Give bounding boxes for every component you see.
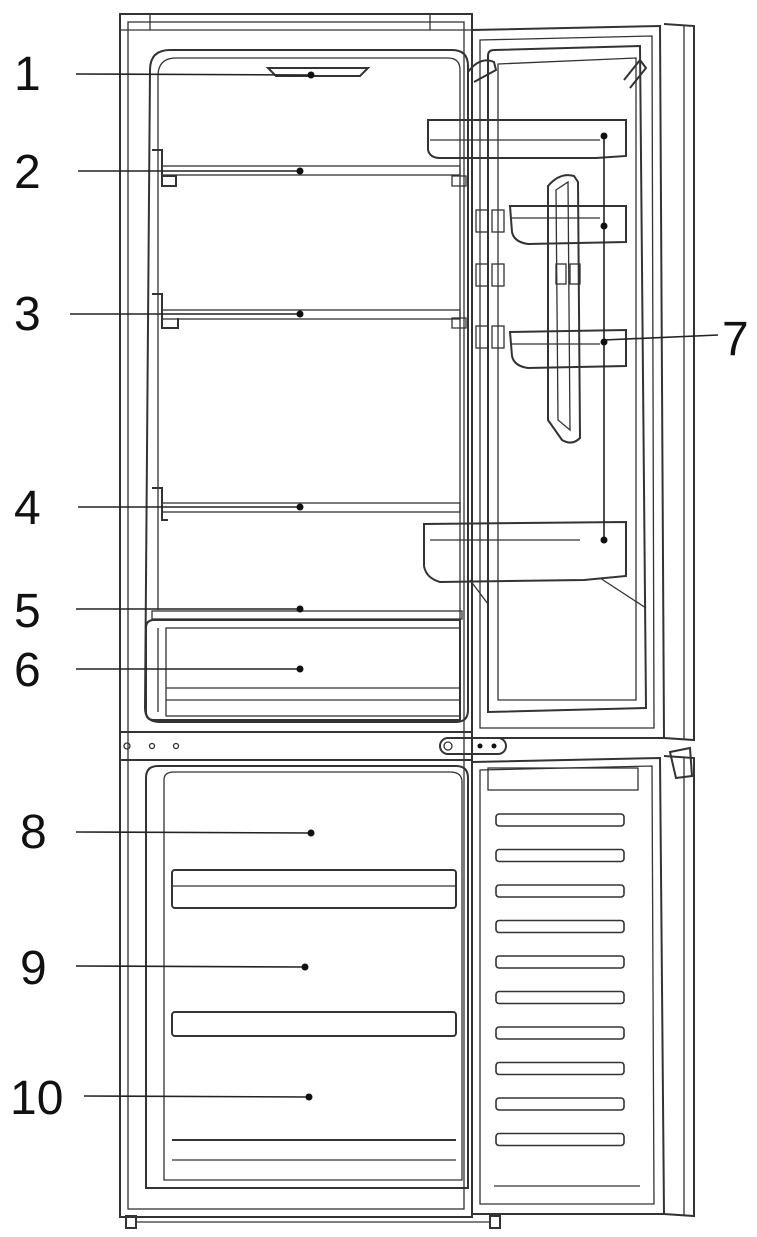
door-bin-clips [475,209,581,349]
freezer-door-slat [495,813,625,827]
freezer-door [471,746,695,1218]
crisper-drawer [145,619,461,721]
freezer-door-slat [495,955,625,969]
freezer-door-slat [495,1132,625,1147]
fridge-compartment [143,49,469,723]
leader-dot-4 [296,503,304,511]
leader-dot-1 [307,71,315,79]
callout-1: 1 [14,48,41,101]
leader-dot-9 [301,963,309,971]
freezer-door-slat [495,919,625,934]
leader-line-9 [75,965,306,968]
leader-dot-3 [296,310,304,318]
freezer-drawer-top [171,869,457,909]
interior-light [265,67,371,77]
freezer-drawer-bottom [172,1139,456,1161]
glass-shelf-middle [152,293,467,329]
callout-3: 3 [14,288,41,341]
leader-dot-5 [296,605,304,613]
freezer-compartment [145,765,469,1189]
leader-lines [70,71,719,1101]
leader-dot-6 [296,665,304,673]
freezer-door-slat [495,848,625,863]
leader-dot-7b [600,222,608,230]
feet [125,1215,501,1229]
leader-dot-7c [600,338,608,346]
glass-shelf-lower [152,487,461,521]
callout-labels: 1 2 3 4 5 6 7 8 9 10 [10,48,749,1125]
door-rack-frame [547,174,582,444]
freezer-drawer-middle [171,1011,457,1037]
leader-line-7 [603,334,719,341]
callout-2: 2 [14,146,41,199]
callout-10: 10 [10,1072,63,1125]
door-bin-egg [508,205,627,246]
leader-line-1 [75,73,312,76]
callout-6: 6 [14,644,41,697]
callout-7: 7 [722,313,749,366]
freezer-door-slats [495,813,625,1147]
crisper-cover [151,610,463,620]
leader-dot-7d [600,536,608,544]
glass-shelf-upper [152,149,467,187]
freezer-door-slat [495,1061,625,1076]
freezer-door-slat [495,990,625,1005]
leader-dot-7a [600,132,608,140]
compartment-divider [120,731,507,761]
leader-dot-10 [305,1093,313,1101]
door-bin-middle [508,328,627,370]
freezer-door-slat [495,884,625,898]
freezer-door-slat [495,1026,625,1040]
door-bin-bottle [423,520,647,609]
leader-dot-8 [307,829,315,837]
callout-9: 9 [20,942,47,995]
callout-5: 5 [14,585,41,638]
leader-line-8 [75,831,312,834]
callout-8: 8 [20,806,47,859]
leader-line-10 [83,1095,310,1098]
door-bin-top [427,119,627,159]
leader-dot-2 [296,167,304,175]
freezer-door-slat [495,1097,625,1111]
callout-4: 4 [14,482,41,535]
fridge-door [467,23,695,742]
